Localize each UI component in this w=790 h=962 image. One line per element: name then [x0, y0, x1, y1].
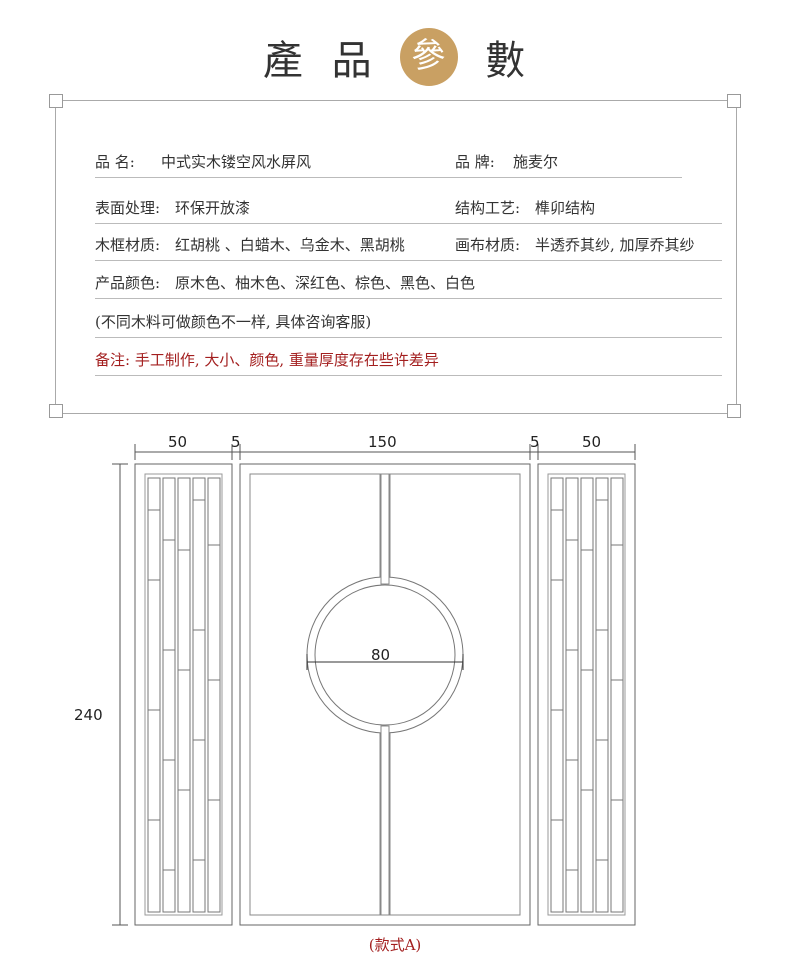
title-seal: 參 [400, 28, 459, 86]
spec-row-material: 木框材质: 红胡桃 、白蜡木、乌金木、黑胡桃 画布材质: 半透乔其纱, 加厚乔其… [95, 228, 722, 261]
dim-left-width: 50 [168, 433, 188, 451]
remark-text: 备注: 手工制作, 大小、颜色, 重量厚度存在些许差异 [95, 351, 439, 369]
page-title: 產 品 參 數 [0, 28, 790, 88]
spec-row-remark: 备注: 手工制作, 大小、颜色, 重量厚度存在些许差异 [95, 343, 722, 376]
color-value: 原木色、柚木色、深红色、棕色、黑色、白色 [175, 274, 476, 292]
canvas-label: 画布材质: [455, 236, 521, 254]
spec-row-color-note: (不同木料可做颜色不一样, 具体咨询客服) [95, 305, 722, 338]
dim-right-width: 50 [582, 433, 602, 451]
title-char-4: 數 [485, 38, 528, 84]
spec-row-color: 产品颜色: 原木色、柚木色、深红色、棕色、黑色、白色 [95, 266, 722, 299]
frame-value: 红胡桃 、白蜡木、乌金木、黑胡桃 [175, 236, 405, 254]
title-char-2: 品 [331, 38, 374, 84]
spec-box [55, 100, 737, 414]
color-label: 产品颜色: [95, 274, 161, 292]
corner-mark [727, 404, 741, 418]
dim-circle: 80 [371, 646, 391, 664]
brand-label: 品 牌: [455, 153, 495, 171]
style-caption: (款式A) [368, 936, 422, 954]
surface-value: 环保开放漆 [175, 199, 251, 217]
name-label: 品 名: [95, 153, 135, 171]
spec-row-name: 品 名: 中式实木镂空风水屏风 品 牌: 施麦尔 [95, 145, 682, 178]
craft-value: 榫卯结构 [535, 199, 596, 217]
surface-label: 表面处理: [95, 199, 161, 217]
spec-row-surface: 表面处理: 环保开放漆 结构工艺: 榫卯结构 [95, 191, 722, 224]
corner-mark [49, 94, 63, 108]
screen-drawing [112, 444, 636, 926]
name-value: 中式实木镂空风水屏风 [161, 153, 312, 171]
corner-mark [49, 404, 63, 418]
dim-center-width: 150 [368, 433, 397, 451]
dim-height: 240 [74, 706, 103, 724]
corner-mark [727, 94, 741, 108]
dim-gap-right: 5 [530, 433, 540, 451]
canvas-value: 半透乔其纱, 加厚乔其纱 [535, 236, 695, 254]
craft-label: 结构工艺: [455, 199, 521, 217]
title-char-1: 產 [262, 38, 305, 84]
brand-value: 施麦尔 [513, 153, 559, 171]
frame-label: 木框材质: [95, 236, 161, 254]
color-note: (不同木料可做颜色不一样, 具体咨询客服) [95, 313, 372, 331]
dim-gap-left: 5 [231, 433, 241, 451]
